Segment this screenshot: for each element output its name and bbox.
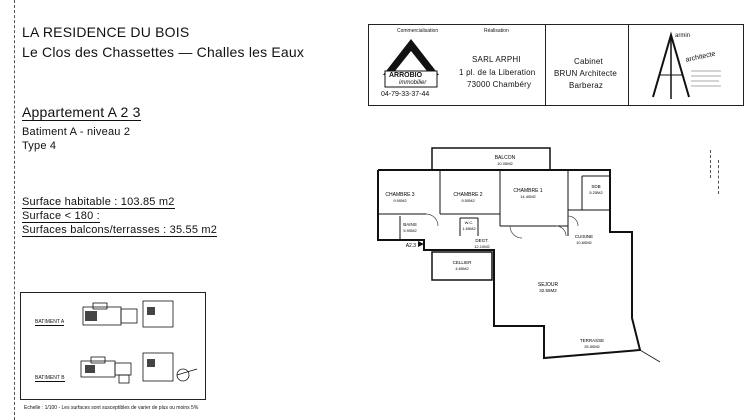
keyplan-label-a: BATIMENT A <box>35 319 65 326</box>
builder-address2: 73000 Chambéry <box>467 80 532 89</box>
keyplan-block <box>92 302 108 310</box>
divider <box>628 25 629 105</box>
room-name: CUISINE <box>575 234 593 239</box>
residence-title: LA RESIDENCE DU BOIS <box>22 24 190 40</box>
terrace-edge <box>543 349 661 363</box>
room-name: CHAMBRE 2 <box>453 192 482 198</box>
apartment-name: Appartement A 2 3 <box>22 104 141 121</box>
room-area: 9.50M2 <box>461 198 475 203</box>
keyplan-label-b: BATIMENT B <box>35 375 65 382</box>
architect-line3: Barberaz <box>569 81 604 90</box>
keyplan-block <box>142 352 174 382</box>
margin-line <box>14 0 15 420</box>
apartment-outline <box>377 169 642 360</box>
architect-logo-text1: armin <box>675 33 691 39</box>
keyplan-highlight <box>147 359 155 367</box>
room-area: 4.65M2 <box>455 266 469 271</box>
agency-phone: 04-79-33-37-44 <box>381 91 430 98</box>
room-area: 9.90M2 <box>393 198 407 203</box>
floor-plan: BALCON 10.05M2 CHAMBRE 3 9.90M2 CHAMBRE … <box>377 147 661 363</box>
margin-mark <box>718 160 719 194</box>
room-area: 10.60M2 <box>576 240 592 245</box>
room-name: CHAMBRE 3 <box>385 192 414 198</box>
room-area: 14.40M2 <box>520 194 536 199</box>
room-area: 32.55M2 <box>539 288 557 293</box>
apartment-type: Type 4 <box>22 140 57 152</box>
keyplan-block <box>114 362 132 376</box>
door-swing <box>555 225 567 237</box>
room-name: CHAMBRE 1 <box>513 188 542 194</box>
architect-line2: BRUN Architecte <box>554 69 618 78</box>
surface-habitable: Surface habitable : 103.85 m2 <box>22 196 175 209</box>
cellier-outline <box>431 251 493 281</box>
keyplan-box: BATIMENT A BATIMENT B <box>20 292 206 400</box>
keyplan-highlight <box>85 311 97 321</box>
keyplan-highlight <box>85 365 95 373</box>
north-arrow-line <box>176 368 198 376</box>
unit-label: A2.3 <box>406 243 417 249</box>
keyplan-block <box>90 356 106 364</box>
partners-box: Commercialisation Réalisation ARROBIO im… <box>368 24 744 106</box>
residence-subtitle: Le Clos des Chassettes — Challes les Eau… <box>22 44 305 60</box>
room-area: 1.65M2 <box>462 226 476 231</box>
builder-address1: 1 pl. de la Liberation <box>459 68 536 77</box>
room-name: SEJOUR <box>538 282 559 288</box>
room-area: 12.10M2 <box>474 244 490 249</box>
agency-logo-text2: immobilier <box>399 80 427 86</box>
room-name: BAINS <box>403 222 417 227</box>
apartment-building: Batiment A - niveau 2 <box>22 126 131 138</box>
agency-logo: ARROBIO immobilier <box>379 37 443 89</box>
room-area: 10.05M2 <box>497 161 513 166</box>
room-name: TERRASSE <box>580 338 604 343</box>
surface-lt180: Surface < 180 : <box>22 210 100 223</box>
room-name: BALCON <box>495 155 516 161</box>
keyplan-highlight <box>147 307 155 315</box>
room-name: CELLIER <box>453 260 473 265</box>
footer-note: Echelle : 1/100 - Les surfaces sont susc… <box>24 405 199 411</box>
keyplan-block <box>118 374 130 384</box>
architect-line1: Cabinet <box>574 57 603 66</box>
door-swing <box>425 213 439 227</box>
realisation-label: Réalisation <box>484 28 509 34</box>
room-name: DEGT. <box>475 238 488 243</box>
room-area: 5.90M2 <box>403 228 417 233</box>
room-name: SDB <box>591 184 600 189</box>
room-area: 5.25M2 <box>589 190 603 195</box>
divider <box>545 25 546 105</box>
room-area: 25.50M2 <box>584 344 600 349</box>
builder-name: SARL ARPHI <box>472 55 521 64</box>
surfaces-balcons: Surfaces balcons/terrasses : 35.55 m2 <box>22 224 218 237</box>
north-arrow <box>176 368 190 382</box>
agency-logo-text1: ARROBIO <box>389 72 423 79</box>
room-name: W.C. <box>465 220 474 225</box>
margin-mark <box>710 150 711 178</box>
balcony-outline <box>431 147 551 171</box>
architect-logo: armin architecte <box>649 31 729 101</box>
door-swing <box>509 225 523 239</box>
commercialisation-label: Commercialisation <box>397 28 439 34</box>
keyplan-block <box>120 308 138 324</box>
door-swing <box>567 215 579 227</box>
keyplan-block <box>142 300 174 328</box>
entry-arrow <box>418 241 424 247</box>
